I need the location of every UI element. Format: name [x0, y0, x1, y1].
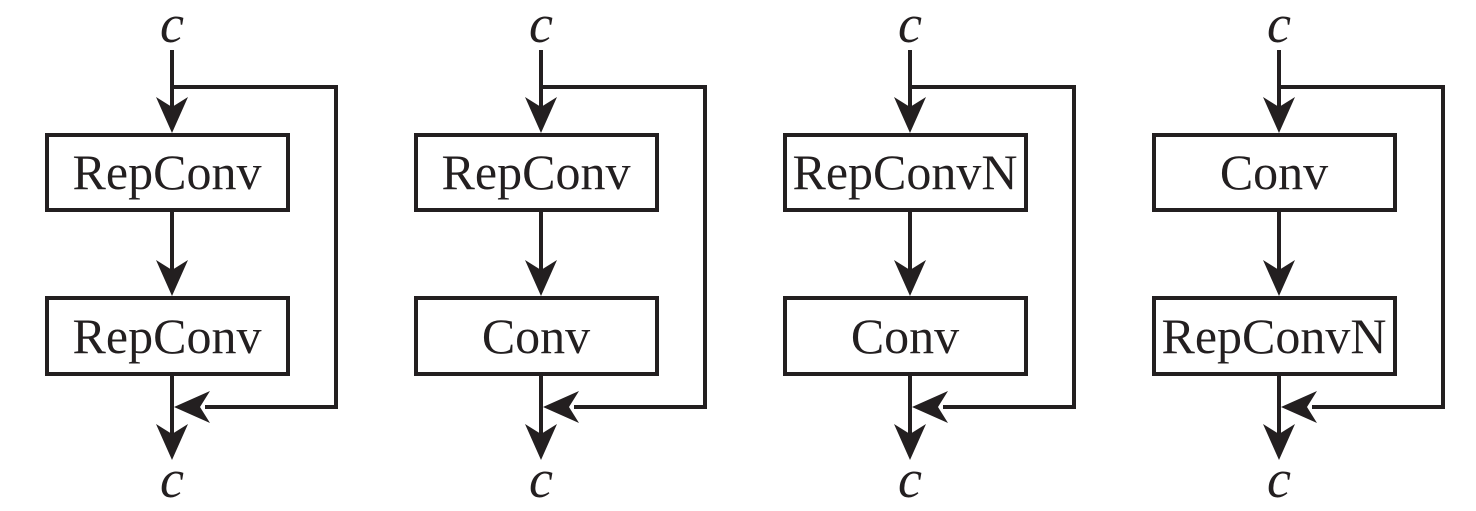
arrowhead-left-icon — [912, 391, 948, 423]
block-box-top — [414, 133, 659, 212]
arrowhead-left-icon — [174, 391, 210, 423]
arrowhead-down-icon — [1263, 260, 1295, 296]
output-channel-label: c — [529, 449, 553, 509]
skip-connection-line — [541, 85, 707, 409]
arrowhead-down-icon — [894, 97, 926, 133]
block-label-bottom: Conv — [851, 308, 959, 364]
arrowhead-down-icon — [525, 260, 557, 296]
arrowhead-down-icon — [525, 424, 557, 460]
block-label-top: Conv — [1220, 144, 1328, 200]
residual-block-diagram-4: c Conv RepConvN c — [1152, 0, 1445, 509]
block-box-bottom — [414, 296, 659, 376]
arrowhead-down-icon — [525, 97, 557, 133]
input-channel-label: c — [898, 0, 922, 54]
block-label-top: RepConv — [442, 144, 631, 200]
skip-connection-line — [910, 85, 1076, 409]
arrowhead-left-icon — [543, 391, 579, 423]
arrowhead-down-icon — [1263, 97, 1295, 133]
block-label-bottom: RepConvN — [1162, 308, 1387, 364]
block-box-bottom — [45, 296, 290, 376]
block-box-top — [783, 133, 1028, 212]
block-label-top: RepConvN — [793, 144, 1018, 200]
output-channel-label: c — [898, 449, 922, 509]
input-channel-label: c — [1267, 0, 1291, 54]
block-box-bottom — [783, 296, 1028, 376]
residual-block-diagram-2: c RepConv Conv c — [414, 0, 707, 509]
block-box-top — [45, 133, 290, 212]
arrowhead-down-icon — [1263, 424, 1295, 460]
block-box-bottom — [1152, 296, 1397, 376]
arrowhead-down-icon — [156, 424, 188, 460]
output-channel-label: c — [1267, 449, 1291, 509]
arrowhead-down-icon — [894, 424, 926, 460]
input-channel-label: c — [529, 0, 553, 54]
arrowhead-down-icon — [156, 260, 188, 296]
block-label-bottom: RepConv — [73, 308, 262, 364]
block-label-bottom: Conv — [482, 308, 590, 364]
arrowhead-left-icon — [1281, 391, 1317, 423]
skip-connection-line — [1279, 85, 1445, 409]
arrowhead-down-icon — [894, 260, 926, 296]
input-channel-label: c — [160, 0, 184, 54]
block-label-top: RepConv — [73, 144, 262, 200]
output-channel-label: c — [160, 449, 184, 509]
residual-block-diagram-3: c RepConvN Conv c — [783, 0, 1076, 509]
residual-block-diagram-1: c RepConv RepConv c — [45, 0, 338, 509]
skip-connection-line — [172, 85, 338, 409]
block-box-top — [1152, 133, 1397, 212]
arrowhead-down-icon — [156, 97, 188, 133]
